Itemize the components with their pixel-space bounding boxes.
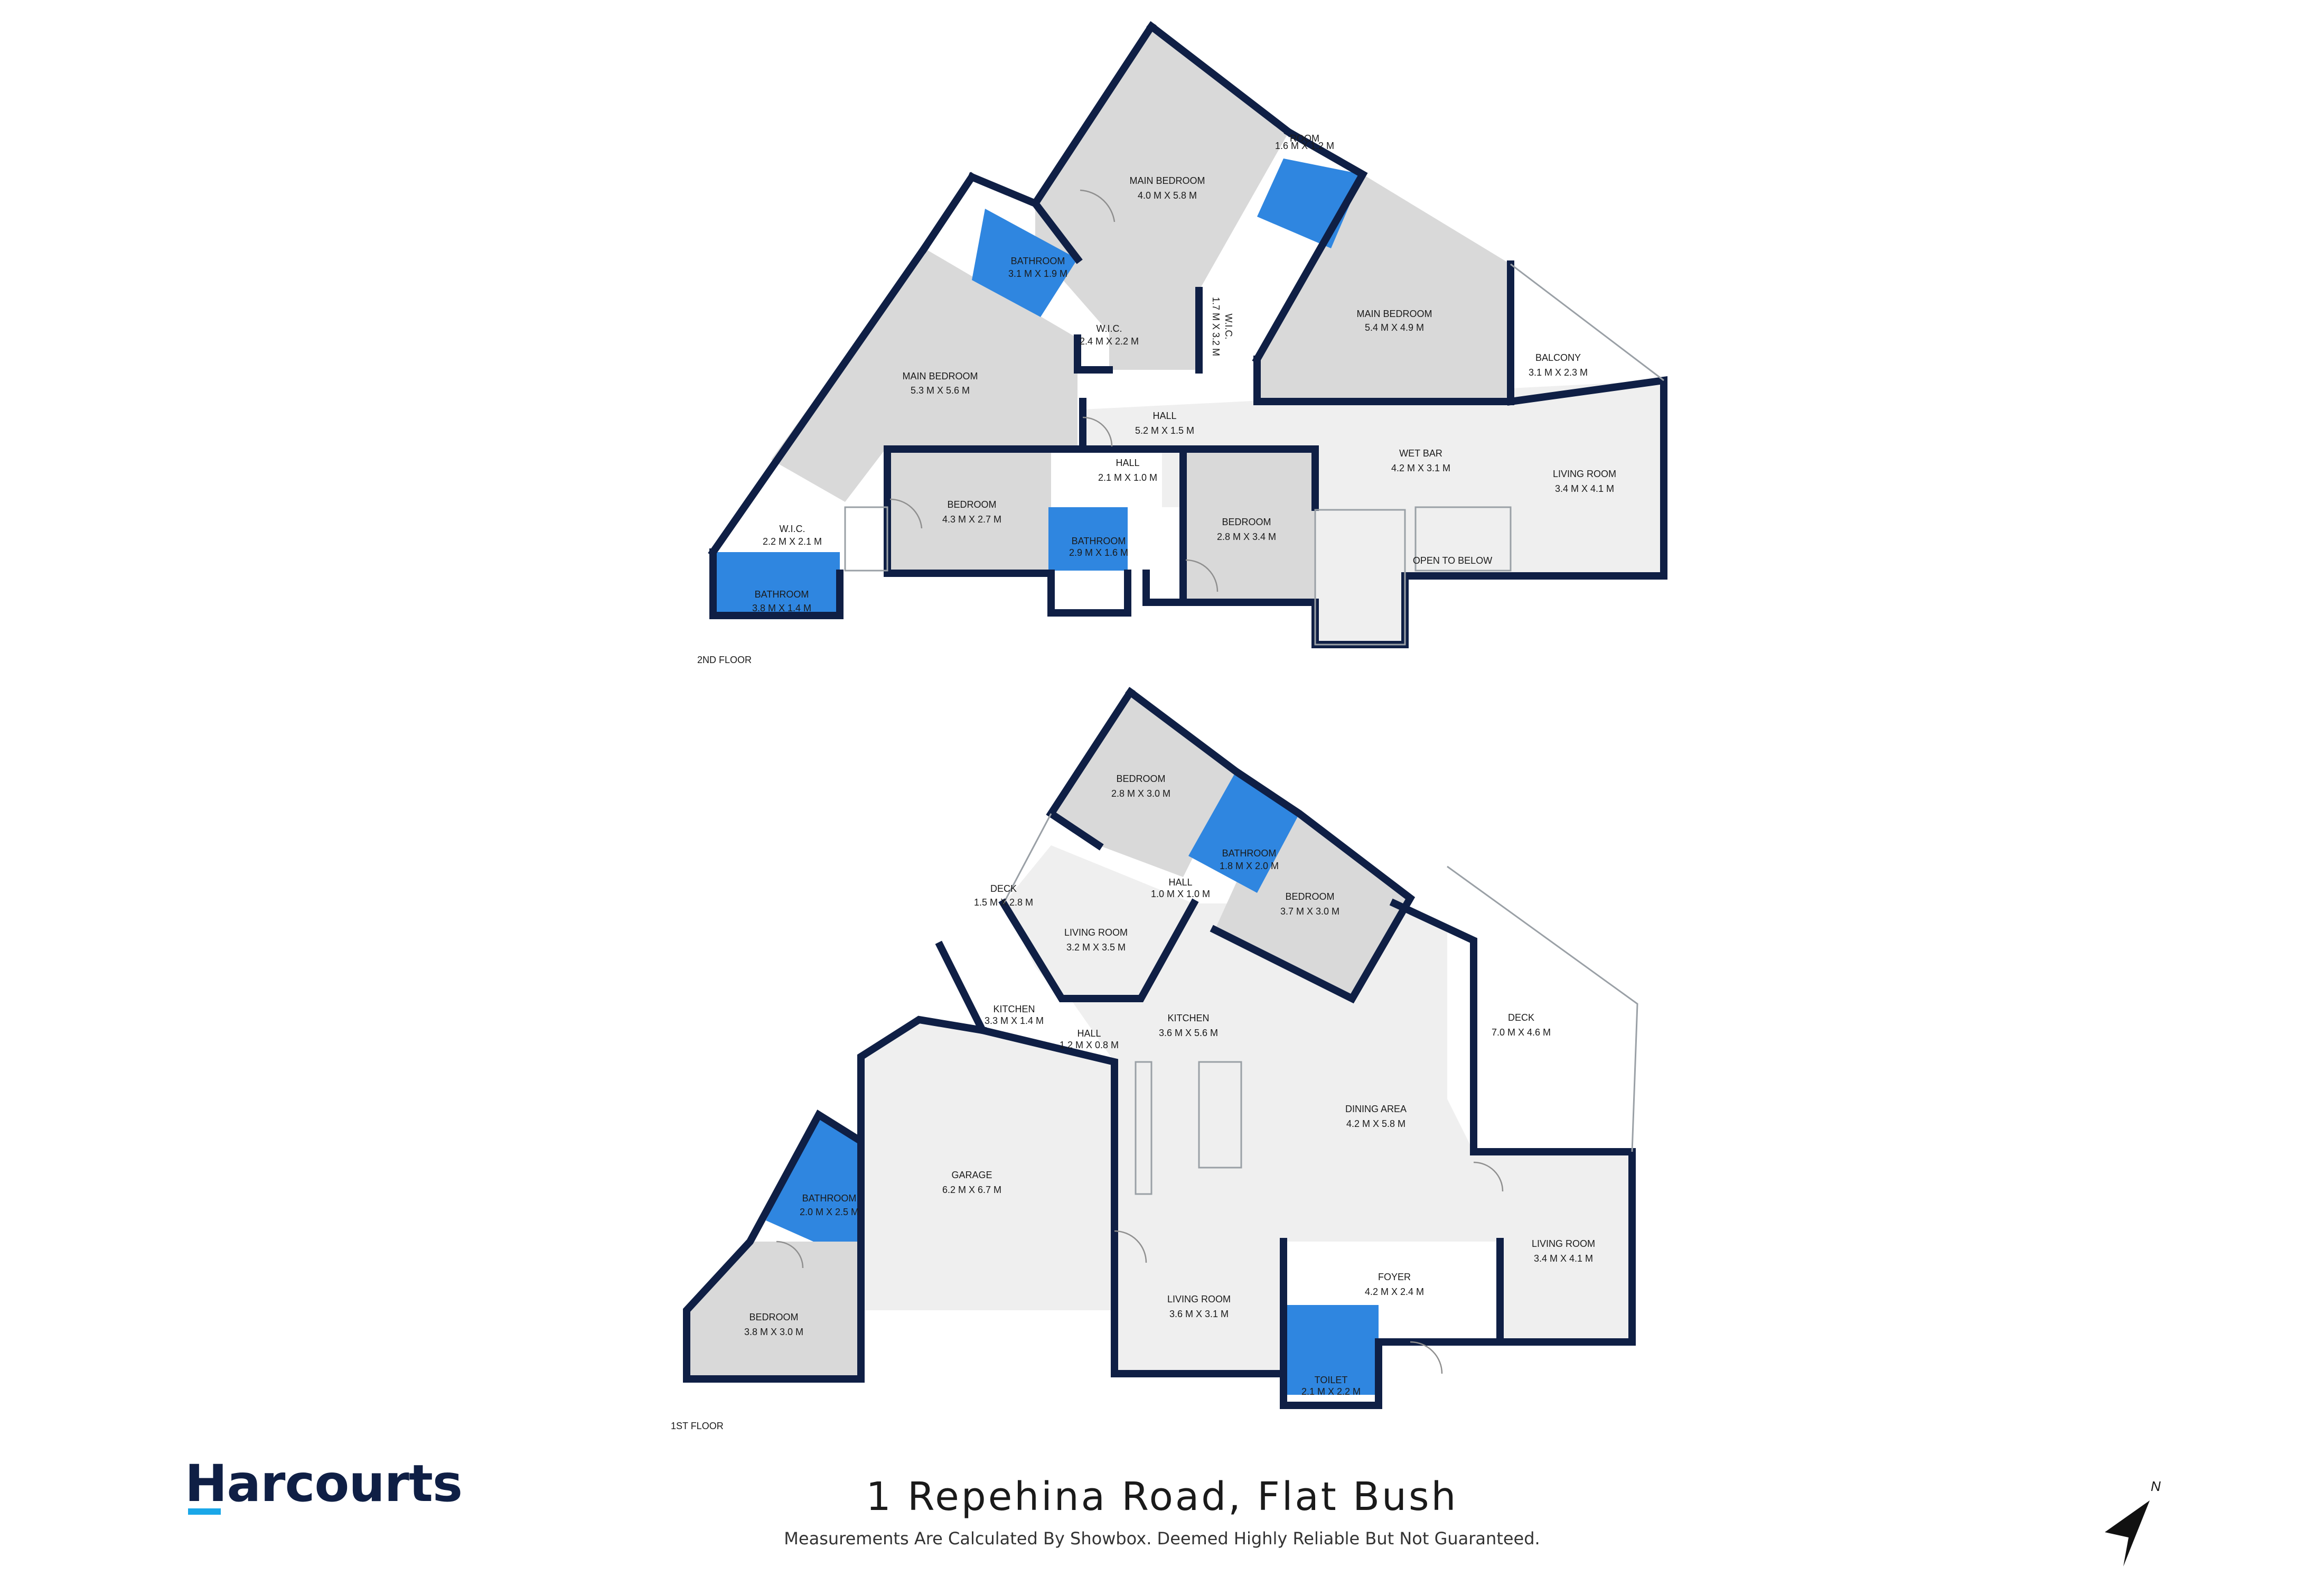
room-dims: 5.2 M X 1.5 M bbox=[1135, 425, 1194, 436]
room-dims: 3.8 M X 1.4 M bbox=[752, 603, 811, 613]
room-name: DINING AREA bbox=[1345, 1104, 1407, 1114]
room-dims: 6.2 M X 6.7 M bbox=[942, 1185, 1001, 1195]
room-name: MAIN BEDROOM bbox=[1356, 309, 1432, 319]
room-name: W.I.C. bbox=[780, 524, 805, 534]
first-floor-plan bbox=[683, 687, 1638, 1409]
room-dims: 2.8 M X 3.0 M bbox=[1111, 788, 1170, 799]
room-name: BEDROOM bbox=[1222, 517, 1271, 527]
room-name: W.I.C. bbox=[1097, 323, 1122, 334]
room-name: WET BAR bbox=[1399, 448, 1442, 459]
room-dims: 3.6 M X 3.1 M bbox=[1169, 1309, 1229, 1319]
room-name: HALL bbox=[1077, 1028, 1101, 1039]
room-dims: 2.1 M X 2.2 M bbox=[1301, 1386, 1361, 1397]
room-name: HALL bbox=[1168, 877, 1192, 888]
room-dims: 1.2 M X 0.8 M bbox=[1060, 1040, 1119, 1050]
disclaimer-text: Measurements Are Calculated By Showbox. … bbox=[784, 1528, 1540, 1549]
room-name: MAIN BEDROOM bbox=[902, 371, 978, 381]
room-name: BEDROOM bbox=[1285, 891, 1334, 902]
brand-accent-bar bbox=[188, 1508, 221, 1515]
room-dims: 2.4 M X 2.2 M bbox=[1080, 336, 1139, 347]
first-floor-labels: 1ST FLOOR BEDROOM 2.8 M X 3.0 M BATHROOM… bbox=[671, 773, 1595, 1431]
room-dims: 3.6 M X 5.6 M bbox=[1159, 1028, 1218, 1038]
room-dims: 3.8 M X 3.0 M bbox=[744, 1327, 803, 1337]
room-name: LIVING ROOM bbox=[1167, 1294, 1231, 1304]
room-dims: 2.9 M X 1.6 M bbox=[1069, 547, 1128, 558]
room-dims: 3.4 M X 4.1 M bbox=[1555, 483, 1614, 494]
brand-logo: Harcourts bbox=[185, 1454, 463, 1513]
room-dims: 7.0 M X 4.6 M bbox=[1492, 1027, 1551, 1038]
room-dims: 1.0 M X 1.0 M bbox=[1151, 889, 1210, 899]
room-name: KITCHEN bbox=[993, 1004, 1035, 1014]
room-name: BEDROOM bbox=[947, 499, 996, 510]
room-name: MAIN BEDROOM bbox=[1129, 175, 1205, 186]
room-name: LIVING ROOM bbox=[1064, 927, 1128, 938]
room-dims: 3.2 M X 3.5 M bbox=[1066, 942, 1126, 953]
room-dims: 3.3 M X 1.4 M bbox=[985, 1015, 1044, 1026]
second-floor-labels: 2ND FLOOR MAIN BEDROOM 4.0 M X 5.8 M ROO… bbox=[697, 133, 1616, 665]
room-name: BATHROOM bbox=[1072, 536, 1126, 546]
room-dims: 1.5 M X 2.8 M bbox=[974, 897, 1033, 908]
room-name: BALCONY bbox=[1535, 352, 1581, 363]
room-dims: 1.6 M X 1.2 M bbox=[1275, 141, 1334, 151]
room-name: BATHROOM bbox=[802, 1193, 857, 1204]
room-dims: 1.7 M X 3.2 M bbox=[1211, 297, 1221, 356]
room-name: OPEN TO BELOW bbox=[1413, 555, 1492, 566]
room-name: DECK bbox=[1508, 1012, 1534, 1023]
room-dims: 2.8 M X 3.4 M bbox=[1217, 532, 1276, 542]
room-name: HALL bbox=[1152, 411, 1176, 421]
room-dims: 3.7 M X 3.0 M bbox=[1280, 906, 1339, 917]
room-dims: 4.2 M X 3.1 M bbox=[1391, 463, 1450, 473]
floor-label-second: 2ND FLOOR bbox=[697, 655, 752, 665]
room-name: LIVING ROOM bbox=[1532, 1238, 1595, 1249]
room-name: BATHROOM bbox=[1222, 848, 1277, 859]
room-dims: 3.1 M X 1.9 M bbox=[1008, 268, 1067, 279]
property-address: 1 Repehina Road, Flat Bush bbox=[866, 1474, 1458, 1519]
room-name: BEDROOM bbox=[1116, 773, 1165, 784]
room-name: TOILET bbox=[1315, 1375, 1348, 1385]
room-dims: 5.3 M X 5.6 M bbox=[911, 385, 970, 396]
room-dims: 4.0 M X 5.8 M bbox=[1138, 190, 1197, 201]
room-name: ROOM bbox=[1290, 133, 1319, 144]
room-name: LIVING ROOM bbox=[1553, 469, 1616, 479]
floor-label-first: 1ST FLOOR bbox=[671, 1421, 724, 1431]
room-name: DECK bbox=[990, 883, 1017, 894]
north-arrow-icon: N bbox=[2105, 1479, 2161, 1567]
room-dims: 4.2 M X 2.4 M bbox=[1365, 1286, 1424, 1297]
room-dims: 2.1 M X 1.0 M bbox=[1098, 472, 1157, 483]
second-floor-plan bbox=[708, 21, 1667, 648]
room-dims: 4.3 M X 2.7 M bbox=[942, 514, 1001, 525]
room-dims: 5.4 M X 4.9 M bbox=[1365, 322, 1424, 333]
room-dims: 2.2 M X 2.1 M bbox=[763, 536, 822, 547]
room-dims: 4.2 M X 5.8 M bbox=[1346, 1118, 1405, 1129]
room-name: GARAGE bbox=[951, 1170, 992, 1180]
room-name: KITCHEN bbox=[1167, 1013, 1209, 1023]
room-name: HALL bbox=[1116, 458, 1139, 468]
room-name: BATHROOM bbox=[755, 589, 809, 600]
room-name: BATHROOM bbox=[1011, 256, 1065, 266]
room-dims: 3.1 M X 2.3 M bbox=[1529, 367, 1588, 378]
room-dims: 3.4 M X 4.1 M bbox=[1534, 1253, 1593, 1264]
room-dims: 1.8 M X 2.0 M bbox=[1220, 861, 1279, 871]
room-name: BEDROOM bbox=[749, 1312, 798, 1322]
room-name: FOYER bbox=[1378, 1272, 1411, 1282]
room-name: W.I.C. bbox=[1223, 314, 1234, 340]
compass-label: N bbox=[2151, 1479, 2161, 1494]
room-dims: 2.0 M X 2.5 M bbox=[800, 1207, 859, 1217]
